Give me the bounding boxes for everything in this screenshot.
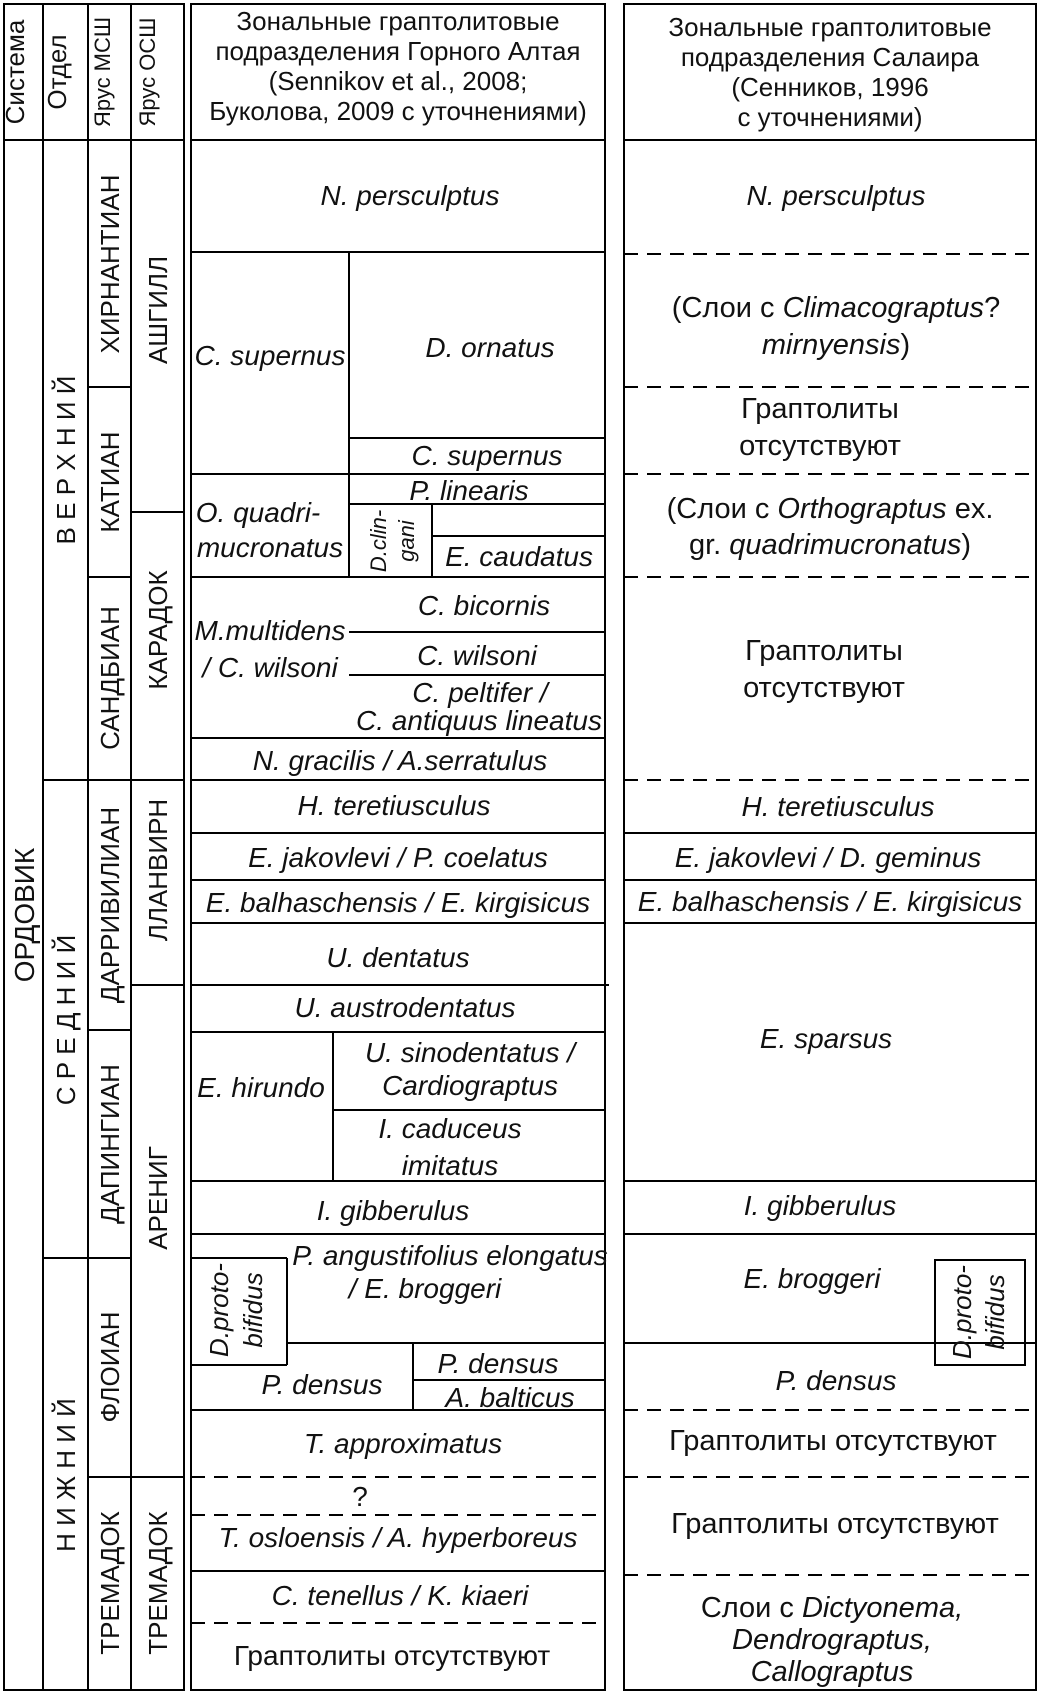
altai-zone-tenellus: C. tenellus / K. kiaeri [272, 1580, 530, 1611]
altai-column-title: Зональные граптолитовые подразделения Го… [209, 6, 587, 126]
altai-uncertain-interval: ? [352, 1481, 368, 1512]
stage-katian: КАТИАН [95, 431, 125, 532]
altai-subzone-peltifer-line2: C. antiquus lineatus [356, 705, 602, 736]
stage-llanvirn: ЛЛАНВИРН [143, 799, 173, 941]
altai-subzone-caudatus: E. caudatus [445, 541, 593, 572]
altai-zone-angustifolius-line1: P. angustifolius elongatus [292, 1240, 608, 1271]
salair-zone-protobifidus-line1: D.proto- [947, 1265, 977, 1359]
altai-zone-angustifolius-line2: / E. broggeri [347, 1273, 502, 1304]
header-system: Система [0, 19, 30, 124]
salair-zone-persculptus: N. persculptus [747, 180, 926, 211]
altai-zone-quadrimucronatus-line2: mucronatus [197, 532, 343, 563]
salair-zone-protobifidus-line2: bifidus [980, 1274, 1010, 1349]
altai-zone-protobifidus-line1: D.proto- [204, 1263, 234, 1357]
altai-zone-balhaschensis: E. balhaschensis / E. kirgisicus [206, 887, 590, 918]
salair-barren-3: Граптолиты отсутствуют [669, 1425, 997, 1457]
altai-column-frame [190, 3, 606, 1691]
altai-subzone-caduceus-line1: I. caduceus [378, 1113, 521, 1144]
altai-zone-densus: P. densus [262, 1369, 383, 1400]
stage-floian: ФЛОИАН [95, 1312, 125, 1423]
altai-zone-quadrimucronatus-line1: O. quadri- [196, 497, 321, 528]
altai-zone-supernus: C. supernus [195, 340, 346, 371]
system-ordovician: ОРДОВИК [9, 847, 40, 982]
altai-zone-osloensis: T. osloensis / A. hyperboreus [218, 1522, 577, 1553]
altai-subzone-sinodentatus-line1: U. sinodentatus / [365, 1037, 578, 1068]
salair-beds-dictyonema-line3: Callograptus [751, 1656, 914, 1688]
altai-subzone-balticus: A. balticus [443, 1382, 574, 1413]
altai-zone-approximatus: T. approximatus [304, 1428, 502, 1459]
salair-column-title: Зональные граптолитовые подразделения Са… [668, 12, 991, 132]
stage-sandbian: САНДБИАН [95, 606, 125, 750]
altai-zone-protobifidus-line2: bifidus [238, 1272, 268, 1347]
salair-zone-sparsus: E. sparsus [760, 1023, 892, 1054]
altai-zone-dentatus: U. dentatus [326, 942, 469, 973]
salair-beds-climacograptus-line2: mirnyensis) [762, 329, 910, 361]
altai-subzone-sinodentatus-line2: Cardiograptus [382, 1070, 558, 1101]
stage-hirnantian: ХИРНАНТИАН [95, 175, 125, 354]
stage-darriwilian: ДАРРИВИЛИАН [95, 807, 125, 1003]
altai-zone-gibberulus: I. gibberulus [317, 1195, 470, 1226]
stage-ashgill: АШГИЛЛ [143, 256, 173, 364]
stage-dapingian: ДАПИНГИАН [95, 1064, 125, 1224]
salair-barren-2-line1: Граптолиты [745, 635, 903, 667]
salair-zone-teretiusculus: H. teretiusculus [742, 791, 935, 822]
svg-text:подразделения Горного Алтая: подразделения Горного Алтая [215, 36, 580, 66]
svg-text:с уточнениями): с уточнениями) [737, 102, 922, 132]
altai-zone-multidens-line1: M.multidens [195, 615, 346, 646]
altai-subzone-wilsoni: C. wilsoni [417, 640, 538, 671]
altai-zone-jakovlevi: E. jakovlevi / P. coelatus [248, 842, 548, 873]
salair-zone-jakovlevi: E. jakovlevi / D. geminus [675, 842, 982, 873]
stage-tremadoc-osh: ТРЕМАДОК [143, 1511, 173, 1654]
stratigraphic-columns-frame [3, 3, 185, 1691]
altai-zone-clingani-line1: D.clin- [366, 510, 391, 572]
stage-tremadoc-msh: ТРЕМАДОК [95, 1511, 125, 1654]
altai-subzone-ornatus: D. ornatus [425, 332, 554, 363]
salair-beds-orthograptus-line2: gr. quadrimucronatus) [689, 529, 971, 561]
stage-caradoc: КАРАДОК [143, 570, 173, 689]
altai-zone-hirundo: E. hirundo [197, 1072, 325, 1103]
altai-subzone-peltifer-line1: C. peltifer / [412, 677, 551, 708]
salair-beds-dictyonema-line1: Слои с Dictyonema, [701, 1592, 963, 1624]
salair-beds-orthograptus-line1: (Слои с Orthograptus ex. [667, 493, 994, 525]
salair-barren-4: Граптолиты отсутствуют [671, 1508, 999, 1540]
series-upper: В Е Р Х Н И Й [51, 376, 81, 545]
altai-zone-multidens-line2: / C. wilsoni [200, 652, 338, 683]
series-lower: Н И Ж Н И Й [51, 1398, 81, 1552]
altai-subzone-supernus: C. supernus [412, 440, 563, 471]
salair-beds-dictyonema-line2: Dendrograptus, [732, 1624, 932, 1656]
series-middle: С Р Е Д Н И Й [51, 935, 81, 1106]
svg-text:(Сенников, 1996: (Сенников, 1996 [731, 72, 928, 102]
altai-zone-teretiusculus: H. teretiusculus [298, 790, 491, 821]
svg-text:(Sennikov et al., 2008;: (Sennikov et al., 2008; [269, 66, 528, 96]
header-stage-osh: Ярус ОСШ [135, 18, 160, 127]
stage-arenig: АРЕНИГ [143, 1146, 173, 1250]
svg-text:Зональные граптолитовые: Зональные граптолитовые [236, 6, 559, 36]
salair-zone-gibberulus: I. gibberulus [744, 1190, 897, 1221]
altai-zone-clingani-line2: gani [394, 519, 419, 562]
salair-zone-densus: P. densus [776, 1365, 897, 1396]
altai-subzone-densus: P. densus [438, 1348, 559, 1379]
svg-text:Буколова, 2009 с уточнениями): Буколова, 2009 с уточнениями) [209, 96, 587, 126]
altai-zone-gracilis: N. gracilis / A.serratulus [253, 745, 548, 776]
salair-barren-1-line2: отсутствуют [739, 430, 901, 462]
altai-zone-persculptus: N. persculptus [321, 180, 500, 211]
salair-barren-2-line2: отсутствуют [743, 672, 905, 704]
altai-subzone-linearis: P. linearis [409, 475, 528, 506]
altai-zone-austrodentatus: U. austrodentatus [294, 992, 515, 1023]
salair-barren-1-line1: Граптолиты [741, 393, 899, 425]
salair-column-frame [623, 3, 1037, 1691]
header-stage-msh: Ярус МСШ [90, 17, 115, 127]
altai-barren-interval: Граптолиты отсутствуют [234, 1640, 551, 1671]
salair-beds-climacograptus-line1: (Слои с Climacograptus? [672, 292, 1000, 324]
svg-text:Зональные граптолитовые: Зональные граптолитовые [668, 12, 991, 42]
altai-subzone-caduceus-line2: imitatus [402, 1150, 498, 1181]
svg-text:подразделения Салаира: подразделения Салаира [681, 42, 980, 72]
salair-zone-balhaschensis: E. balhaschensis / E. kirgisicus [638, 886, 1022, 917]
altai-subzone-bicornis: C. bicornis [418, 590, 550, 621]
header-series: Отдел [42, 34, 72, 109]
salair-zone-broggeri: E. broggeri [744, 1263, 882, 1294]
